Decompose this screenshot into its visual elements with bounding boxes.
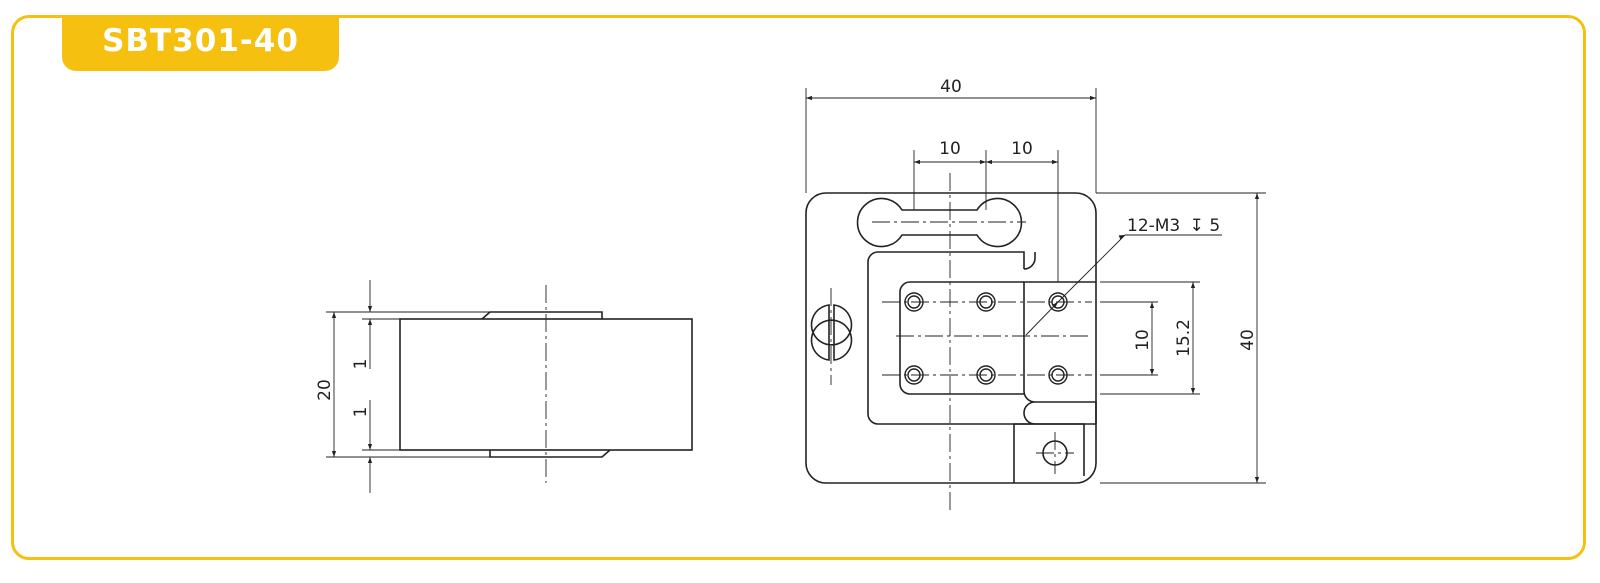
hole-callout-depth: 5 <box>1209 216 1220 236</box>
drawing-frame <box>11 15 1586 560</box>
dim-label-pitch-1: 10 <box>939 139 961 159</box>
top-body-outline <box>805 192 1097 484</box>
dim-label-row-pitch: 10 <box>1133 329 1153 351</box>
hole-callout-spec: 12-M3 <box>1127 216 1180 236</box>
dim-label-width-40: 40 <box>940 77 962 97</box>
dim-label-height-40: 40 <box>1238 329 1258 351</box>
title-tab: SBT301-40 <box>62 15 339 71</box>
hole-callout-text: 12-M3 ↧ 5 <box>1127 216 1220 236</box>
mount-block <box>1013 423 1085 483</box>
part-number-title: SBT301-40 <box>102 23 299 59</box>
side-view <box>326 280 693 493</box>
dim-label-step-top: 1 <box>351 359 371 370</box>
dim-label-step-bottom: 1 <box>351 407 371 418</box>
top-slot <box>856 197 1023 248</box>
side-bottom-platform <box>489 449 611 458</box>
inner-platform <box>899 281 1024 395</box>
hole-callout-leader <box>1025 234 1222 336</box>
flexure-outline <box>867 251 1097 425</box>
m3-holes <box>904 292 1068 385</box>
dim-label-20: 20 <box>315 379 335 401</box>
left-slot <box>810 304 853 361</box>
top-view <box>805 88 1266 510</box>
dim-label-platform: 15.2 <box>1174 319 1194 357</box>
top-centerlines <box>830 173 1092 510</box>
flexure-gap <box>1023 252 1036 270</box>
dim-label-pitch-2: 10 <box>1011 139 1033 159</box>
side-top-platform <box>481 311 603 320</box>
depth-symbol-icon: ↧ <box>1190 216 1204 236</box>
